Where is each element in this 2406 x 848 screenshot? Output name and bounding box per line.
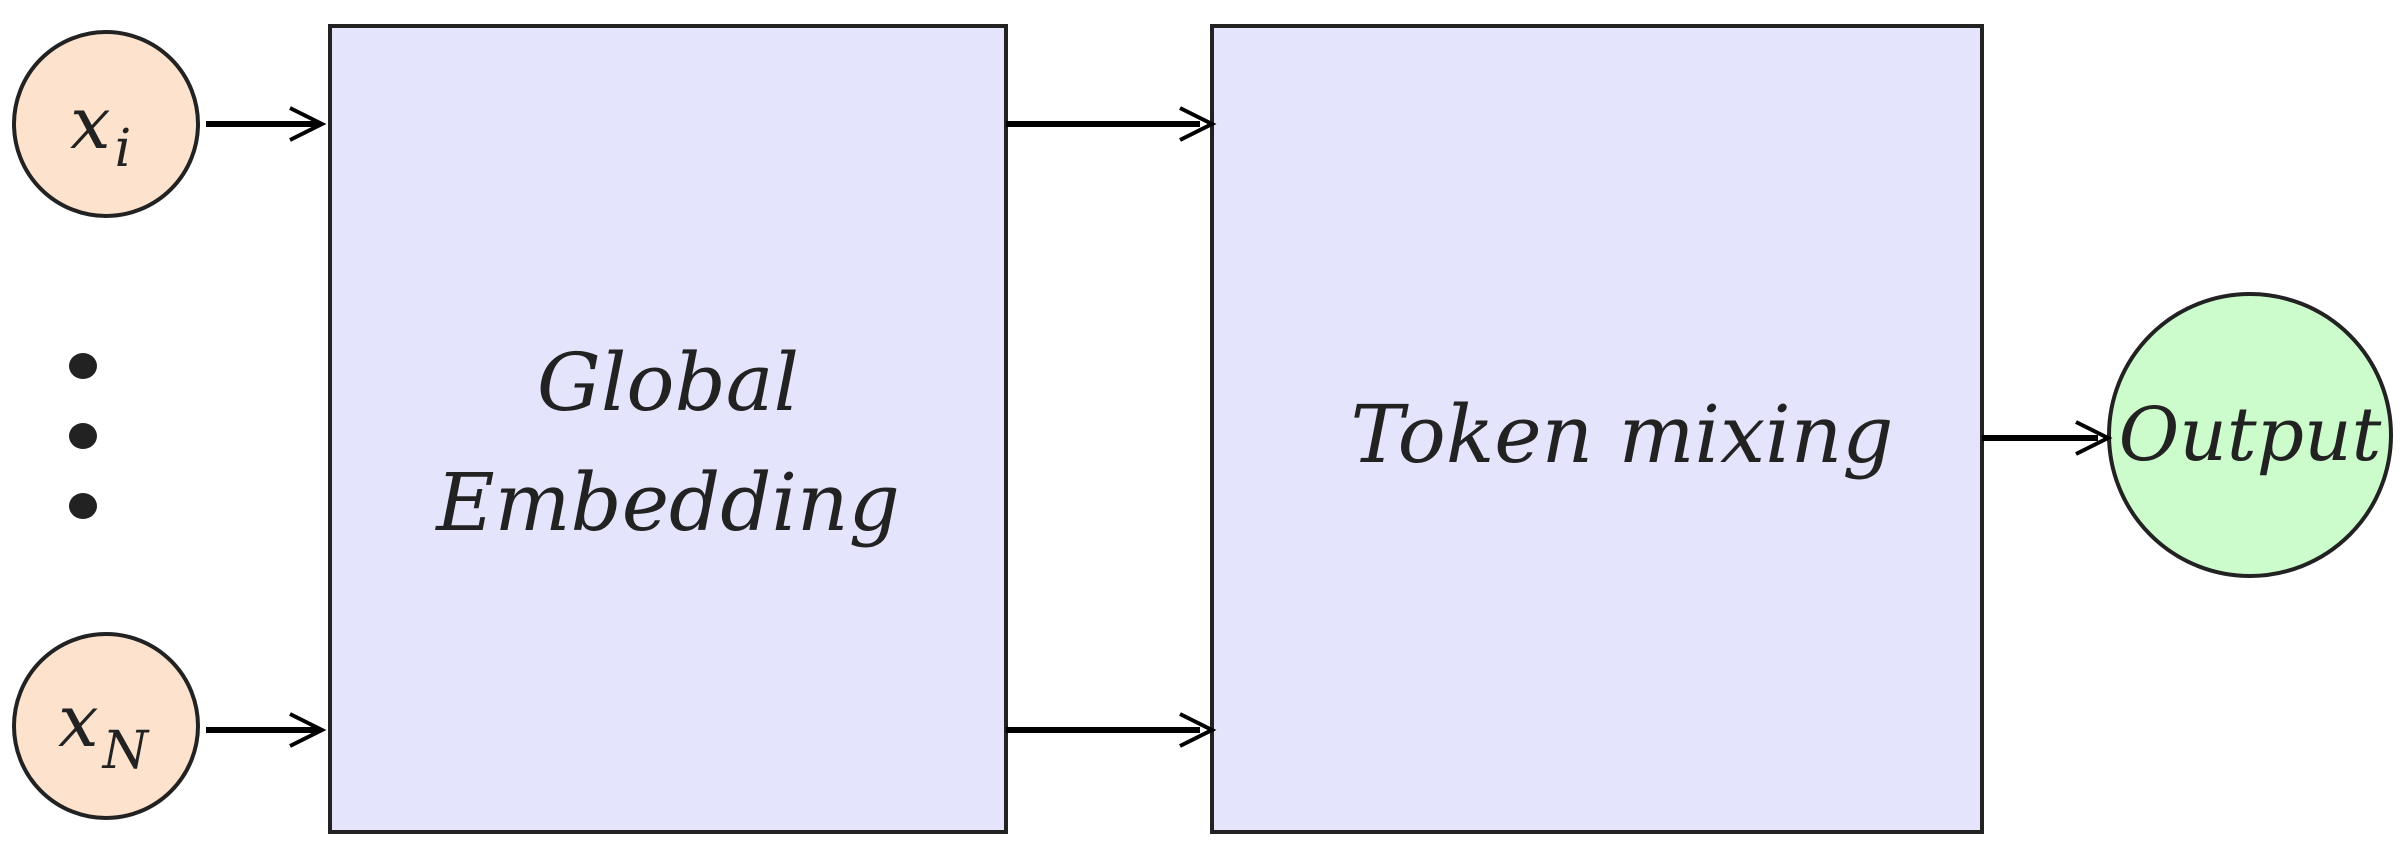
token-mixing-label: Token mixing xyxy=(1351,388,1894,481)
ellipsis-dot xyxy=(69,353,97,379)
ellipsis-dot xyxy=(69,423,97,449)
arrows xyxy=(206,106,2113,748)
input-node-xn-label: xN xyxy=(58,679,150,781)
input-node-xi: xi xyxy=(12,30,200,218)
token-mixing-block: Token mixing xyxy=(1210,24,1984,834)
input-node-xn-circle xyxy=(12,632,200,820)
arrowhead-mixing-to-output xyxy=(2075,420,2113,456)
input-xi-sub: i xyxy=(115,119,132,179)
output-node-circle xyxy=(2107,292,2393,578)
input-node-xi-label: xi xyxy=(70,81,131,179)
input-xn-var: x xyxy=(58,679,99,763)
arrowhead-embedding-to-mixing-bottom xyxy=(1179,712,1217,748)
arrowhead-embedding-to-mixing-top xyxy=(1179,106,1217,142)
arrowhead-xi-to-embedding xyxy=(289,106,327,142)
global-embedding-label-line2: Embedding xyxy=(434,456,900,549)
output-node-label: Output xyxy=(2119,392,2382,478)
ellipsis-dots xyxy=(69,353,97,519)
global-embedding-block: Global Embedding xyxy=(328,24,1008,834)
input-node-xi-circle xyxy=(12,30,200,218)
global-embedding-box xyxy=(328,24,1008,834)
ellipsis-dot xyxy=(69,493,97,519)
token-mixing-box xyxy=(1210,24,1984,834)
arrowhead-xn-to-embedding xyxy=(289,712,327,748)
output-node: Output xyxy=(2107,292,2393,578)
input-xn-sub: N xyxy=(101,721,150,781)
global-embedding-label-line1: Global xyxy=(537,336,799,429)
input-xi-var: x xyxy=(70,81,111,165)
input-node-xn: xN xyxy=(12,632,200,820)
